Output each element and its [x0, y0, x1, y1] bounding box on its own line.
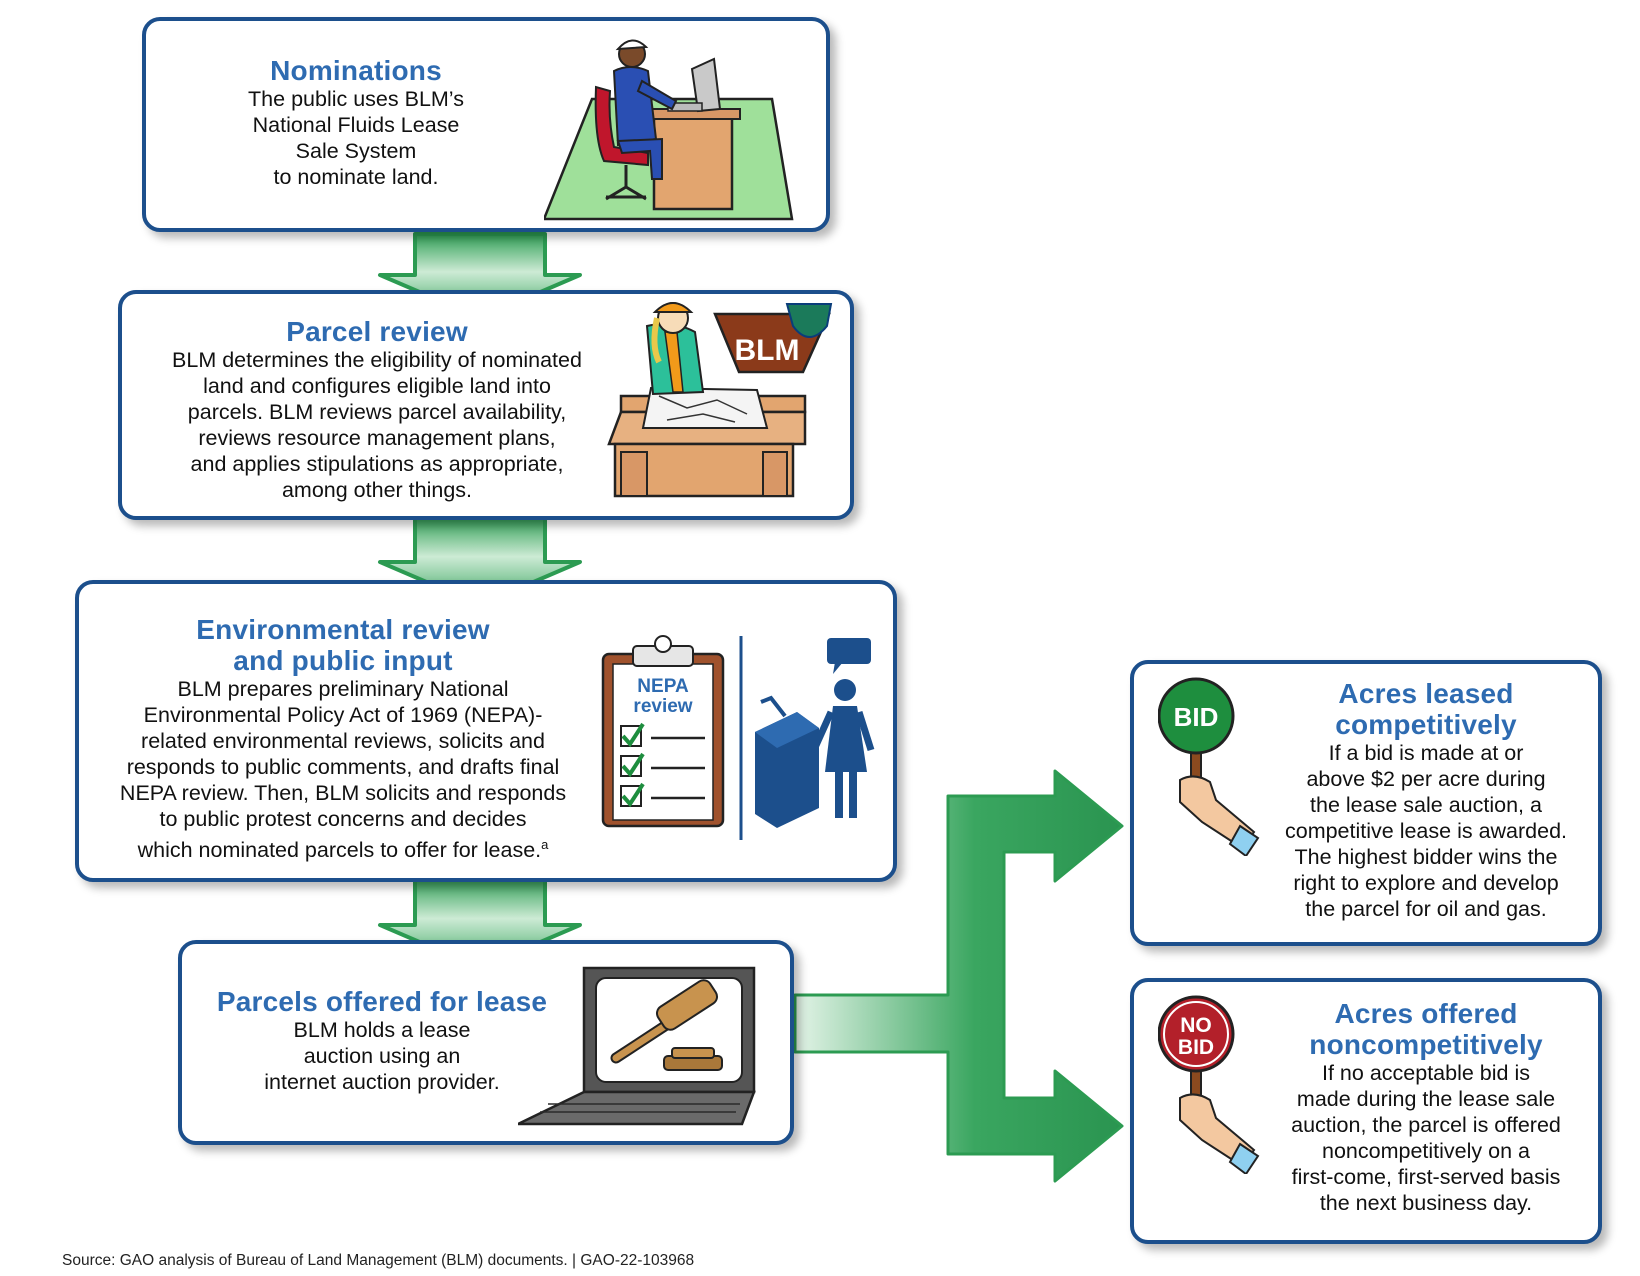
nominations-description: The public uses BLM’s National Fluids Le… — [206, 86, 506, 190]
environmental-review-text-block: Environmental review and public input BL… — [93, 614, 593, 863]
nominations-line: Sale System — [295, 139, 417, 163]
parcel-review-line: reviews resource management plans, — [198, 426, 556, 450]
noncompetitive-title-line: noncompetitively — [1309, 1029, 1543, 1060]
nepa-clipboard-and-public-input-illustration: NEPA review — [601, 635, 875, 840]
parcel-review-line: among other things. — [281, 478, 473, 502]
competitive-text-block: Acres leased competitively If a bid is m… — [1264, 678, 1588, 922]
parcels-offered-line: auction using an — [303, 1044, 461, 1068]
competitive-line: right to explore and develop — [1293, 871, 1559, 895]
clipboard-label-line: NEPA — [637, 676, 689, 697]
environmental-review-title-line: and public input — [233, 645, 453, 676]
parcel-review-text-block: Parcel review BLM determines the eligibi… — [142, 316, 612, 503]
step-parcels-offered: Parcels offered for lease BLM holds a le… — [178, 940, 794, 1145]
split-arrow — [793, 769, 1124, 1183]
nominations-line: The public uses BLM’s — [248, 87, 464, 111]
environmental-review-description: BLM prepares preliminary National Enviro… — [93, 676, 593, 863]
step-nominations: Nominations The public uses BLM’s Nation… — [142, 17, 830, 232]
competitive-title-line: competitively — [1335, 709, 1517, 740]
competitive-title-line: Acres leased — [1338, 678, 1514, 709]
nominations-text-block: Nominations The public uses BLM’s Nation… — [206, 55, 506, 190]
parcel-review-title: Parcel review — [286, 316, 468, 347]
environmental-review-line: NEPA review. Then, BLM solicits and resp… — [119, 781, 567, 805]
bid-sign-text: BID — [1174, 702, 1219, 732]
bid-sign-icon — [1158, 677, 1235, 755]
source-note: Source: GAO analysis of Bureau of Land M… — [62, 1252, 695, 1269]
no-bid-sign-line: BID — [1178, 1036, 1214, 1059]
noncompetitive-description: If no acceptable bid is made during the … — [1264, 1060, 1588, 1216]
nominations-line: National Fluids Lease — [252, 113, 460, 137]
competitive-line: the parcel for oil and gas. — [1305, 897, 1547, 921]
parcels-offered-title: Parcels offered for lease — [216, 986, 548, 1017]
environmental-review-line: responds to public comments, and drafts … — [126, 755, 560, 779]
competitive-description: If a bid is made at or above $2 per acre… — [1264, 740, 1588, 922]
no-bid-sign-line: NO — [1180, 1014, 1212, 1037]
step-parcel-review: Parcel review BLM determines the eligibi… — [118, 290, 854, 520]
nominations-line: to nominate land. — [273, 165, 439, 189]
competitive-line: If a bid is made at or — [1328, 741, 1524, 765]
noncompetitive-line: the next business day. — [1319, 1191, 1533, 1215]
noncompetitive-text-block: Acres offered noncompetitively If no acc… — [1264, 998, 1588, 1216]
podium-speaker-icon — [755, 638, 875, 828]
no-bid-paddle-illustration: NO BID — [1158, 995, 1260, 1174]
noncompetitive-line: auction, the parcel is offered — [1291, 1113, 1561, 1137]
parcels-offered-description: BLM holds a lease auction using an inter… — [206, 1017, 558, 1095]
noncompetitive-line: noncompetitively on a — [1322, 1139, 1530, 1163]
step-environmental-review: Environmental review and public input BL… — [75, 580, 897, 882]
environmental-review-title: Environmental review and public input — [93, 614, 593, 676]
environmental-review-title-line: Environmental review — [196, 614, 490, 645]
environmental-review-line: BLM prepares preliminary National — [177, 677, 509, 701]
person-reviewing-map-illustration: BLM — [607, 302, 833, 498]
parcel-review-line: parcels. BLM reviews parcel availability… — [187, 400, 567, 424]
environmental-review-last-line: which nominated parcels to offer for lea… — [93, 832, 593, 863]
noncompetitive-title: Acres offered noncompetitively — [1264, 998, 1588, 1060]
competitive-title: Acres leased competitively — [1264, 678, 1588, 740]
environmental-review-line: which nominated parcels to offer for lea… — [137, 838, 542, 863]
parcels-offered-line: internet auction provider. — [264, 1070, 500, 1094]
parcel-review-description: BLM determines the eligibility of nomina… — [142, 347, 612, 503]
environmental-review-line: to public protest concerns and decides — [159, 807, 527, 831]
competitive-line: the lease sale auction, a — [1310, 793, 1542, 817]
parcel-review-line: land and configures eligible land into — [203, 374, 551, 398]
environmental-review-line: Environmental Policy Act of 1969 (NEPA)- — [143, 703, 543, 727]
footnote-marker: a — [541, 837, 549, 852]
competitive-line: above $2 per acre during — [1306, 767, 1546, 791]
noncompetitive-line: made during the lease sale — [1296, 1087, 1556, 1111]
environmental-review-line: related environmental reviews, solicits … — [141, 729, 545, 753]
blm-badge-text: BLM — [735, 334, 800, 367]
person-at-computer-illustration — [544, 39, 794, 221]
parcel-review-line: and applies stipulations as appropriate, — [190, 452, 564, 476]
parcel-review-line: BLM determines the eligibility of nomina… — [172, 348, 582, 372]
competitive-line: competitive lease is awarded. — [1284, 819, 1568, 843]
no-bid-sign-icon — [1158, 995, 1235, 1073]
gavel-icon — [610, 979, 723, 1071]
parcels-offered-line: BLM holds a lease — [293, 1018, 471, 1042]
clipboard-label-line: review — [633, 696, 692, 717]
noncompetitive-line: first-come, first-served basis — [1291, 1165, 1561, 1189]
noncompetitive-line: If no acceptable bid is — [1322, 1061, 1530, 1085]
competitive-line: The highest bidder wins the — [1294, 845, 1558, 869]
nominations-title: Nominations — [270, 55, 442, 86]
noncompetitive-title-line: Acres offered — [1334, 998, 1518, 1029]
outcome-noncompetitive: Acres offered noncompetitively If no acc… — [1130, 978, 1602, 1244]
outcome-competitive: Acres leased competitively If a bid is m… — [1130, 660, 1602, 946]
laptop-gavel-illustration — [518, 966, 756, 1126]
bid-paddle-illustration: BID — [1158, 677, 1260, 856]
parcels-offered-text-block: Parcels offered for lease BLM holds a le… — [206, 986, 558, 1095]
